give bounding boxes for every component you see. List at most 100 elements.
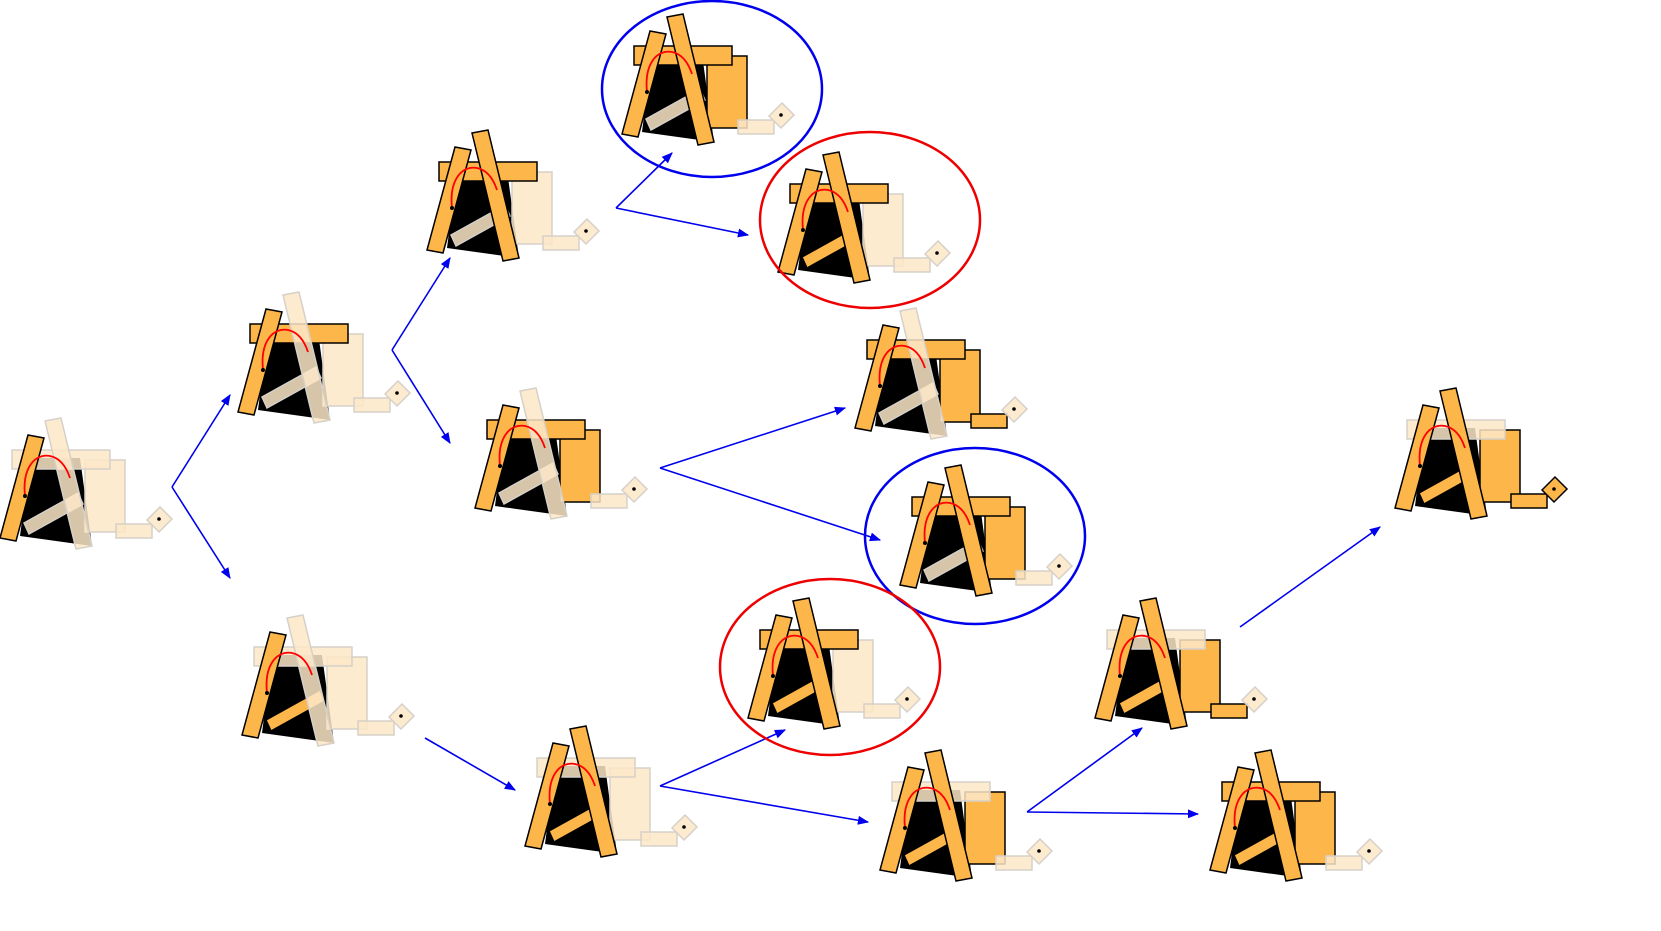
state-node-n9 — [899, 464, 1074, 597]
diamond-marker — [157, 517, 161, 521]
state-node-n6 — [621, 13, 796, 146]
state-node-n2 — [237, 291, 412, 424]
diamond-marker — [779, 113, 783, 117]
trajectory-path — [450, 166, 498, 209]
foot-block — [640, 831, 678, 847]
box-block — [832, 639, 874, 713]
state-node-n11 — [524, 725, 699, 858]
trajectory-start — [903, 826, 907, 830]
state-node-n7 — [777, 151, 952, 284]
trajectory-path — [1118, 634, 1166, 677]
trajectory-path — [498, 424, 546, 467]
right-leg — [822, 151, 871, 284]
edges — [171, 152, 1381, 825]
trajectory-start — [261, 368, 265, 372]
box-block — [1294, 791, 1336, 865]
diamond-marker — [935, 251, 939, 255]
diamond-marker — [905, 697, 909, 701]
highlight-ellipse-red — [758, 130, 982, 310]
trajectory-start — [1233, 826, 1237, 830]
edge-arrow — [391, 349, 451, 444]
edge-arrow — [659, 467, 882, 542]
trajectory-path — [265, 651, 313, 694]
state-node-n10 — [747, 597, 922, 730]
state-node-n15 — [1394, 387, 1569, 520]
trajectory-path — [23, 454, 71, 497]
right-leg — [944, 464, 993, 597]
foot-block — [357, 720, 395, 736]
diamond-marker — [584, 229, 588, 233]
diamond-marker — [399, 714, 403, 718]
trajectory-path — [261, 328, 309, 371]
box-block — [559, 429, 601, 503]
edge-arrow — [171, 486, 231, 579]
box-block — [939, 349, 981, 423]
edge-arrow — [391, 257, 451, 351]
edge-arrow — [1026, 809, 1200, 819]
state-node-n14 — [1209, 749, 1384, 882]
right-leg — [44, 417, 93, 550]
right-leg — [899, 307, 948, 440]
trajectory-path — [645, 50, 693, 93]
highlight-ellipse-blue — [863, 446, 1087, 626]
diamond-marker — [632, 487, 636, 491]
right-leg — [471, 129, 520, 262]
diamond-marker — [1057, 564, 1061, 568]
foot-block — [995, 855, 1033, 871]
diamond-marker — [1037, 849, 1041, 853]
edge-arrow — [424, 737, 516, 791]
state-node-n4 — [474, 387, 649, 520]
edge-arrow — [615, 152, 673, 209]
highlight-ellipse-blue — [600, 0, 824, 179]
foot-block — [1015, 570, 1053, 586]
right-leg — [1254, 749, 1303, 882]
state-node-n12 — [879, 749, 1054, 882]
state-node-n1 — [0, 417, 174, 550]
foot-block — [353, 397, 391, 413]
edge-arrow — [1026, 727, 1143, 813]
edge-arrow — [659, 406, 847, 469]
trajectory-path — [801, 188, 849, 231]
state-node-n13 — [1094, 597, 1269, 730]
trajectory-start — [265, 691, 269, 695]
box-block — [1179, 639, 1221, 713]
foot-block — [863, 703, 901, 719]
box-block — [964, 791, 1006, 865]
trajectory-start — [450, 206, 454, 210]
trajectory-start — [801, 228, 805, 232]
highlights — [600, 0, 1087, 757]
trajectory-start — [878, 384, 882, 388]
trajectory-start — [645, 90, 649, 94]
trajectory-start — [548, 802, 552, 806]
highlight-ellipse-red — [718, 577, 942, 757]
foot-block — [1510, 493, 1548, 509]
edge-arrow — [171, 394, 231, 488]
trajectory-path — [1233, 786, 1281, 829]
right-leg — [1139, 597, 1188, 730]
trajectory-start — [1418, 464, 1422, 468]
box-block — [84, 459, 126, 533]
foot-block — [970, 413, 1008, 429]
edge-arrow — [659, 785, 870, 825]
trajectory-start — [923, 541, 927, 545]
trajectory-path — [923, 501, 971, 544]
foot-block — [737, 119, 775, 135]
foot-block — [115, 523, 153, 539]
diamond-marker — [1252, 697, 1256, 701]
trajectory-path — [878, 344, 926, 387]
state-node-n8 — [854, 307, 1029, 440]
box-block — [322, 333, 364, 407]
diamond-marker — [1552, 487, 1556, 491]
foot-block — [1325, 855, 1363, 871]
box-block — [609, 767, 651, 841]
trajectory-path — [771, 634, 819, 677]
edge-arrow — [659, 729, 787, 787]
box-block — [706, 55, 748, 129]
foot-block — [542, 235, 580, 251]
foot-block — [1210, 703, 1248, 719]
trajectory-path — [1418, 424, 1466, 467]
diamond-marker — [1012, 407, 1016, 411]
box-block — [984, 506, 1026, 580]
box-block — [1479, 429, 1521, 503]
